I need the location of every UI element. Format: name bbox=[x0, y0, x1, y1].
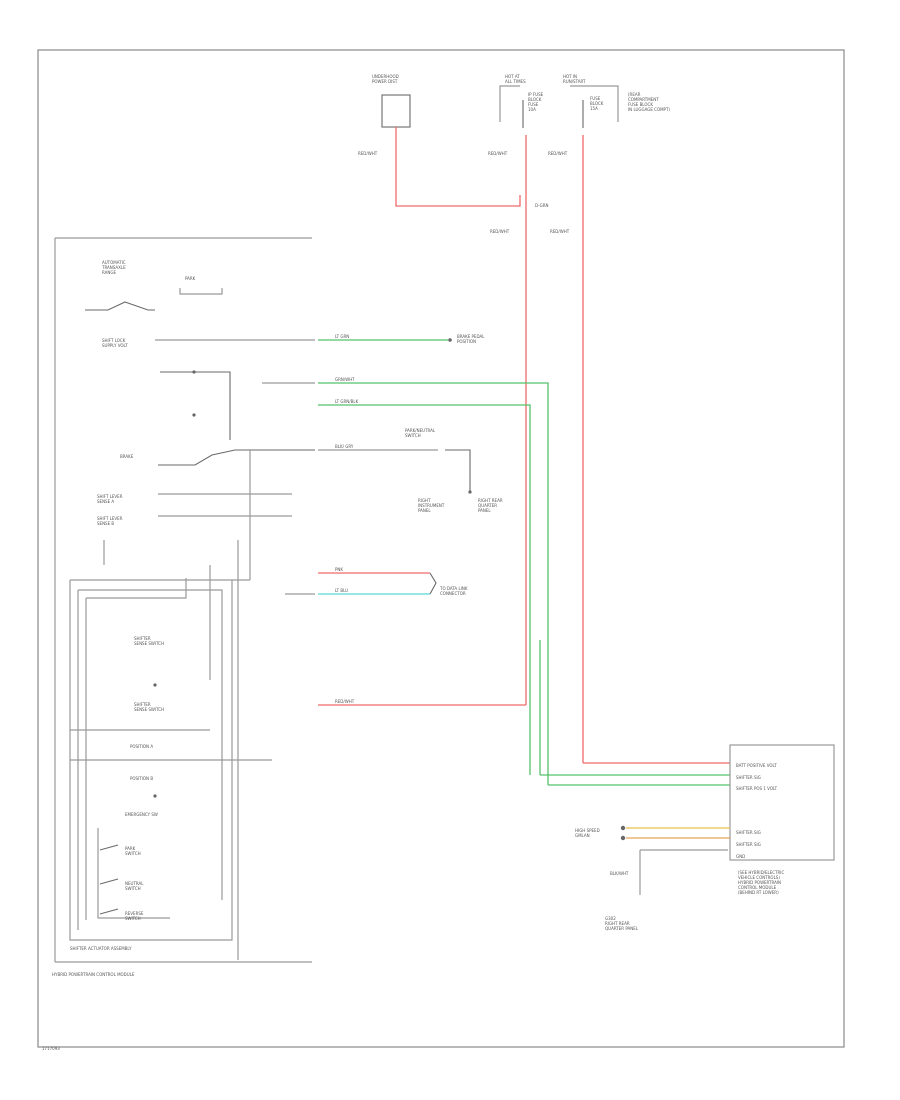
wire-label-13: RED/WHT bbox=[335, 699, 355, 704]
hybrid-control-module bbox=[729, 744, 835, 861]
fuse-b-bracket bbox=[570, 85, 619, 122]
module-pin-5: SHIFTER SIG bbox=[736, 842, 761, 847]
harness-label: HYBRID POWERTRAIN CONTROL MODULE bbox=[52, 972, 135, 977]
position-a-label: POSITION A bbox=[130, 744, 153, 749]
shift-lock-connector bbox=[448, 338, 452, 342]
park-switch-node bbox=[468, 490, 472, 494]
wire-label-11: PNK bbox=[335, 567, 343, 572]
green-wire-a bbox=[318, 382, 549, 705]
underhood-fuse-box bbox=[381, 94, 411, 128]
park-label: PARK bbox=[185, 276, 196, 281]
diagram-frame bbox=[37, 49, 845, 1048]
position-b-node bbox=[153, 794, 157, 798]
can-h-connector-a bbox=[620, 825, 626, 831]
switch-2-blade bbox=[99, 878, 119, 885]
wire-label-5: RED/WHT bbox=[490, 229, 510, 234]
wire-label-3: RED/WHT bbox=[548, 151, 568, 156]
brake-switch bbox=[158, 449, 315, 466]
red-feed-underhood bbox=[395, 127, 521, 207]
can-bracket bbox=[429, 572, 437, 595]
park-switch-drop bbox=[445, 449, 471, 492]
corner-code: 1717093 bbox=[42, 1046, 60, 1051]
solenoid-node bbox=[192, 370, 196, 374]
wire-label-12: LT BLU bbox=[335, 588, 348, 593]
park-bracket bbox=[179, 288, 223, 295]
assembly-label: SHIFTER ACTUATOR ASSEMBLY bbox=[70, 946, 132, 951]
wire-label-8: GRN/WHT bbox=[335, 377, 355, 382]
green-wire-b bbox=[318, 404, 531, 705]
brake-switch-label: BRAKE bbox=[120, 454, 134, 459]
wire-label-1: RED/WHT bbox=[358, 151, 378, 156]
can-h-connector-b bbox=[620, 835, 626, 841]
wire-label-6: RED/WHT bbox=[550, 229, 570, 234]
switch-1-blade bbox=[99, 844, 119, 851]
sense-a-node bbox=[153, 683, 157, 687]
module-pin-6: GND bbox=[736, 854, 745, 859]
inner-bus-3 bbox=[78, 589, 223, 900]
range-switch bbox=[85, 301, 155, 311]
solenoid-body bbox=[160, 371, 231, 440]
wire-label-14: BLK/WHT bbox=[610, 871, 629, 876]
position-b-label: POSITION B bbox=[130, 776, 153, 781]
module-pin-3: SHIFTER POS 1 VOLT bbox=[736, 786, 778, 791]
switch-3-blade bbox=[99, 908, 119, 915]
wire-label-2: RED/WHT bbox=[488, 151, 508, 156]
emergency-label: EMERGENCY SW bbox=[125, 812, 158, 817]
wire-label-4: D-GRN bbox=[535, 203, 549, 208]
module-pin-4: SHIFTER SIG bbox=[736, 830, 761, 835]
module-pin-1: BATT POSITIVE VOLT bbox=[736, 763, 777, 768]
inner-bus-4 bbox=[86, 578, 187, 599]
fuse-a-bracket bbox=[499, 85, 520, 122]
wire-label-10: BLK/ GRY bbox=[335, 444, 354, 449]
module-pin-2: SHIFTER SIG bbox=[736, 775, 761, 780]
solenoid-node-2 bbox=[192, 413, 196, 417]
wire-label-7: LT GRN bbox=[335, 334, 349, 339]
switch-group-rail bbox=[97, 828, 170, 919]
wire-label-9: LT GRN/BLK bbox=[335, 399, 359, 404]
